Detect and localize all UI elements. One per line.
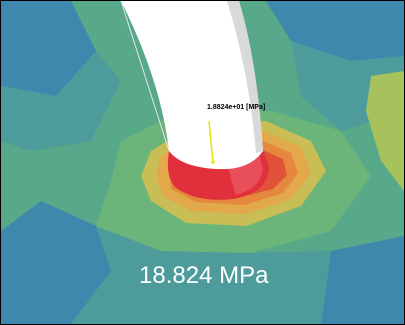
- part-shaft: [121, 1, 263, 170]
- contour-region-blue-topright: [266, 1, 404, 61]
- contour-region-yellowgreen-right: [366, 71, 404, 191]
- part-shaft-shading: [227, 1, 263, 153]
- contour-region-blue-bottomleft: [1, 201, 111, 324]
- probe-marker-point: [211, 160, 215, 164]
- probe-marker-line: [208, 120, 214, 163]
- contour-region-teal-left: [1, 51, 121, 151]
- part-shaft-outline-left: [120, 1, 170, 152]
- contour-region-blue-topleft: [1, 1, 96, 96]
- contour-region-blue-bottomright: [321, 236, 404, 324]
- contour-region-teal-bottom: [71, 226, 331, 324]
- stress-value-caption: 18.824 MPa: [139, 262, 269, 289]
- probe-value-label: 1.8824e+01 [MPa]: [207, 104, 266, 111]
